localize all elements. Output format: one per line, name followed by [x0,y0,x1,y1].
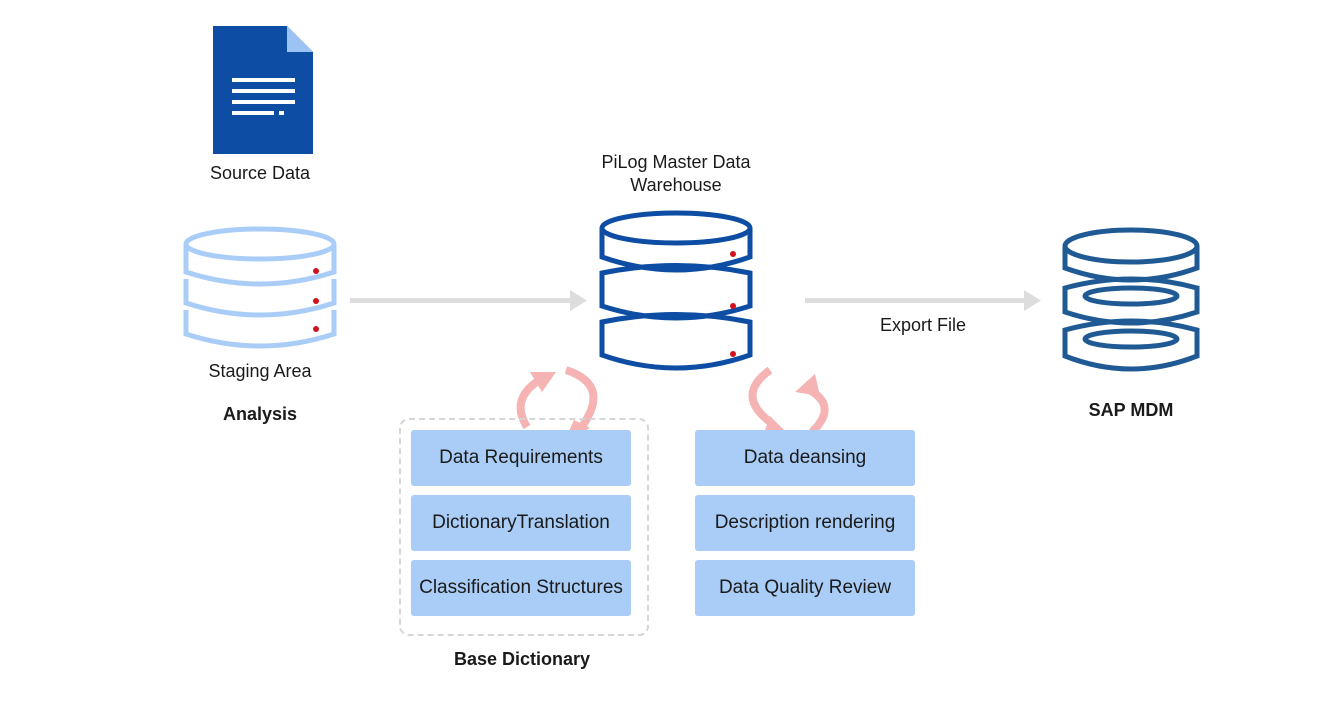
export-file-label: Export File [879,315,967,335]
data-cleansing-box: Data deansing [695,430,915,486]
data-quality-review-box: Data Quality Review [695,560,915,616]
status-dot [313,268,319,274]
status-dot [730,303,736,309]
sap-mdm-caption: SAP MDM [1088,400,1174,420]
status-dot [730,351,736,357]
warehouse-label-line1: PiLog Master Data [601,152,751,172]
warehouse-label-line2: Warehouse [630,175,722,195]
base-dictionary-group [399,418,649,636]
analysis-caption: Analysis [222,404,298,424]
sap-database-icon [1062,227,1200,372]
classification-structures-box: Classification Structures [411,560,631,616]
status-dot [313,326,319,332]
document-icon [213,26,313,154]
data-requirements-box: Data Requirements [411,430,631,486]
cycle-arrowhead [795,374,820,396]
source-data-label: Source Data [209,163,311,183]
staging-area-label: Staging Area [208,361,312,381]
description-rendering-box: Description rendering [695,495,915,551]
export-arrow [805,290,1041,311]
warehouse-database-icon [599,210,753,371]
status-dot [313,298,319,304]
status-dot [730,251,736,257]
flow-arrow [350,290,587,311]
base-dictionary-caption: Base Dictionary [453,649,591,669]
dictionary-translation-box: DictionaryTranslation [411,495,631,551]
cycle-arrowhead [530,372,556,392]
staging-database-icon [183,226,337,349]
